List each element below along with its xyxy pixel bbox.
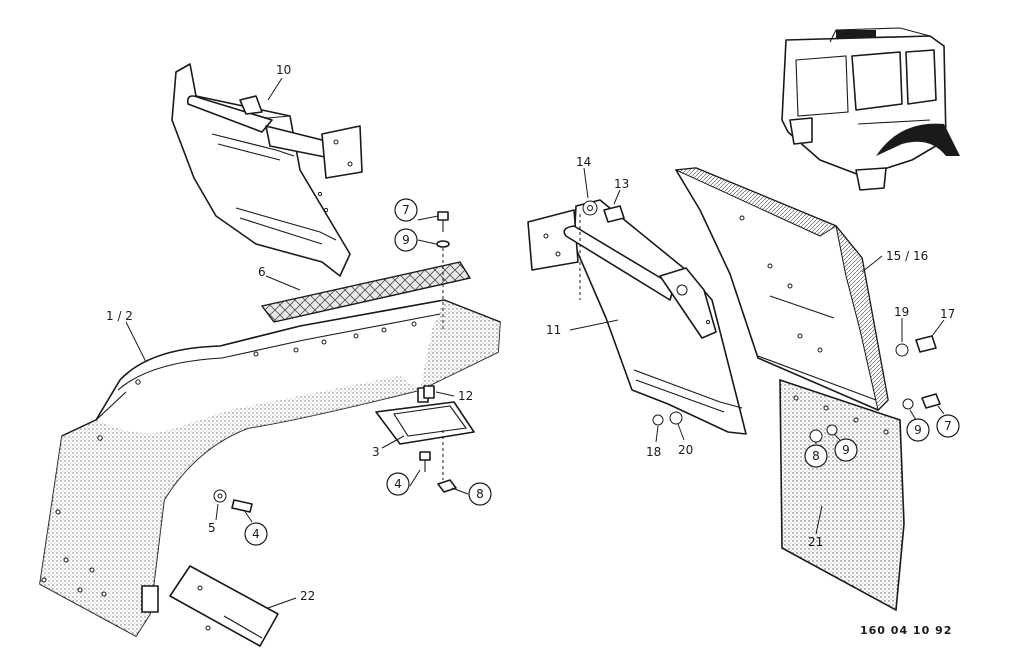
callout-9-mudflap: 9 xyxy=(834,438,858,462)
label-22: 22 xyxy=(300,589,315,603)
callouts: 7 9 4 8 4 9 7 8 xyxy=(244,198,960,546)
part-15-16-side-panel xyxy=(674,167,889,411)
callout-7-right: 7 xyxy=(936,414,960,438)
callout-4-left: 4 xyxy=(244,522,268,546)
label-5: 5 xyxy=(208,521,216,535)
svg-text:9: 9 xyxy=(842,443,850,457)
svg-text:9: 9 xyxy=(914,423,922,437)
label-18: 18 xyxy=(646,445,661,459)
label-15-16: 15 / 16 xyxy=(886,249,928,263)
part-3-bracket-plate xyxy=(375,387,475,445)
label-11: 11 xyxy=(546,323,561,337)
leader-lines xyxy=(125,77,945,609)
svg-text:8: 8 xyxy=(476,487,484,501)
drawing-reference: 160 04 10 92 xyxy=(860,624,952,637)
label-21: 21 xyxy=(808,535,823,549)
part-6-antislip-plate xyxy=(260,261,472,323)
label-13: 13 xyxy=(614,177,629,191)
label-14: 14 xyxy=(576,155,591,169)
svg-text:7: 7 xyxy=(944,419,952,433)
label-20: 20 xyxy=(678,443,693,457)
label-6: 6 xyxy=(258,265,266,279)
part-11-step-bracket xyxy=(527,199,747,435)
callout-9-top: 9 xyxy=(394,228,418,252)
part-labels: 10 6 1 / 2 12 3 5 22 14 13 11 15 / 16 19… xyxy=(106,63,955,603)
label-17: 17 xyxy=(940,307,955,321)
label-19: 19 xyxy=(894,305,909,319)
callout-8-mudflap: 8 xyxy=(804,444,828,468)
part-10-step-bracket xyxy=(171,63,363,277)
label-1-2: 1 / 2 xyxy=(106,309,133,323)
part-1-2-mudguard xyxy=(39,299,501,637)
callout-4-center: 4 xyxy=(386,472,410,496)
part-22-plate xyxy=(169,565,279,647)
svg-text:4: 4 xyxy=(394,477,402,491)
callout-7-top: 7 xyxy=(394,198,418,222)
svg-text:4: 4 xyxy=(252,527,260,541)
svg-text:8: 8 xyxy=(812,449,820,463)
callout-8-center: 8 xyxy=(468,482,492,506)
truck-cab-inset xyxy=(781,27,960,191)
fasteners xyxy=(213,200,941,513)
callout-9-right: 9 xyxy=(906,418,930,442)
svg-text:7: 7 xyxy=(402,203,410,217)
label-3: 3 xyxy=(372,445,380,459)
part-21-mudflap xyxy=(779,378,905,612)
svg-text:9: 9 xyxy=(402,233,410,247)
label-10: 10 xyxy=(276,63,291,77)
label-12: 12 xyxy=(458,389,473,403)
